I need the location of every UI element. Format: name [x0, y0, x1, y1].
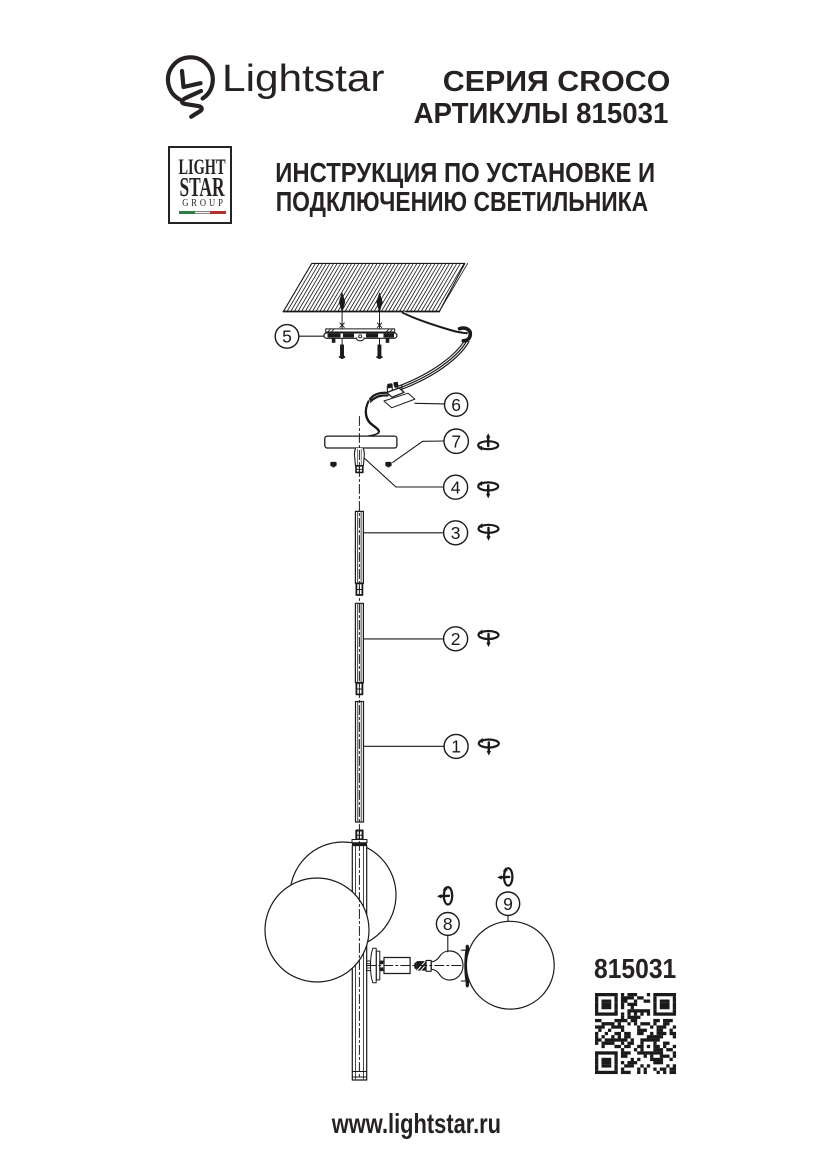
- svg-text:9: 9: [503, 894, 513, 914]
- svg-text:5: 5: [282, 327, 292, 347]
- svg-text:6: 6: [451, 395, 461, 415]
- svg-text:2: 2: [451, 629, 461, 649]
- svg-text:3: 3: [451, 523, 461, 543]
- svg-text:1: 1: [451, 737, 461, 757]
- svg-text:8: 8: [443, 914, 453, 934]
- svg-text:7: 7: [451, 432, 461, 452]
- svg-text:4: 4: [451, 477, 461, 497]
